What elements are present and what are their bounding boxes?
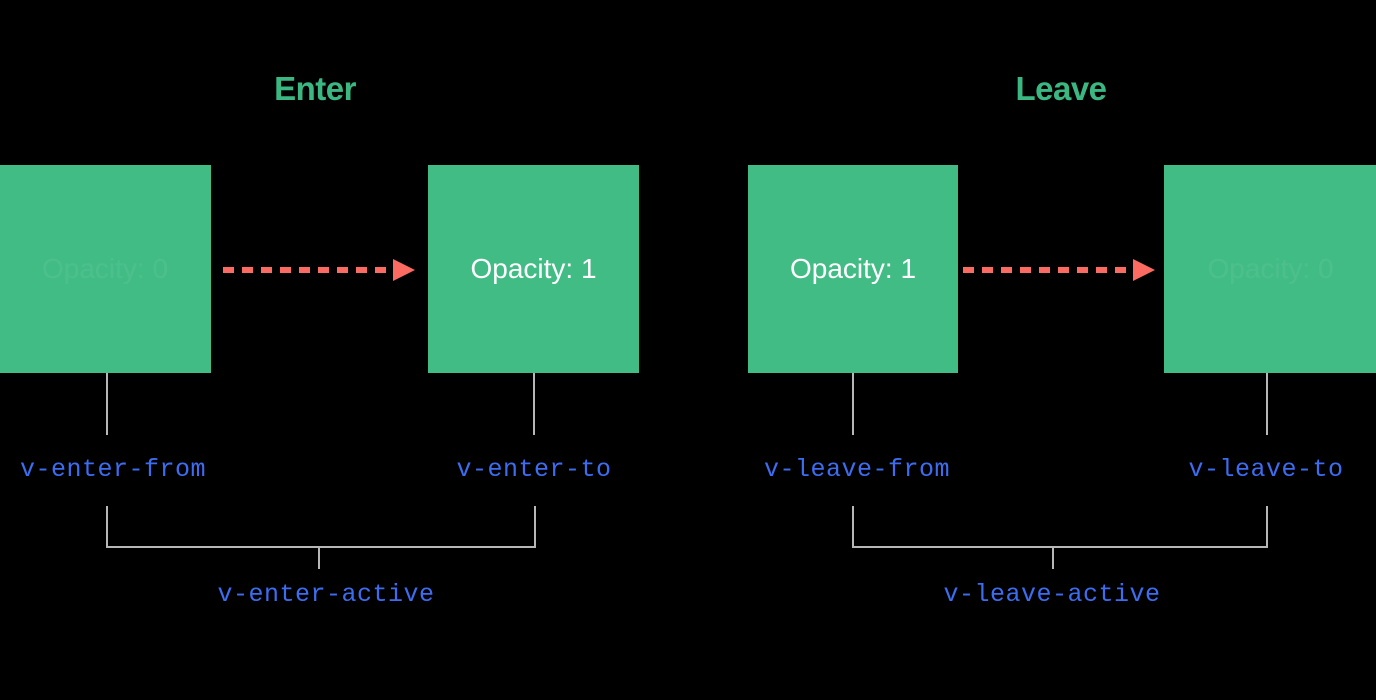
- section-heading-enter: Enter: [274, 70, 356, 107]
- section-heading-leave: Leave: [1015, 70, 1107, 107]
- state-box-enter-to-label: Opacity: 1: [470, 253, 597, 284]
- group-bracket-leave-active: [852, 506, 1268, 548]
- transition-arrow-enter: [223, 259, 415, 281]
- arrow-shaft-dashed: [963, 267, 1133, 273]
- connector-stem-enter-to: [533, 373, 535, 435]
- state-box-leave-to: Opacity: 0: [1164, 165, 1376, 373]
- group-bracket-stem-leave: [1052, 546, 1054, 569]
- class-label-v-leave-to: v-leave-to: [1188, 455, 1344, 484]
- class-label-v-leave-active: v-leave-active: [943, 580, 1161, 609]
- class-label-v-enter-to: v-enter-to: [456, 455, 612, 484]
- group-bracket-stem-enter: [318, 546, 320, 569]
- group-bracket-enter-active: [106, 506, 536, 548]
- state-box-leave-to-label: Opacity: 0: [1207, 253, 1334, 284]
- class-label-v-enter-active: v-enter-active: [217, 580, 435, 609]
- transition-arrow-leave: [963, 259, 1155, 281]
- state-box-leave-from-label: Opacity: 1: [789, 253, 917, 284]
- class-label-v-leave-from: v-leave-from: [763, 455, 951, 484]
- class-label-v-enter-from: v-enter-from: [19, 455, 207, 484]
- state-box-enter-from-label: Opacity: 0: [41, 253, 169, 284]
- connector-stem-enter-from: [106, 373, 108, 435]
- connector-stem-leave-from: [852, 373, 854, 435]
- state-box-leave-from: Opacity: 1: [748, 165, 958, 373]
- connector-stem-leave-to: [1266, 373, 1268, 435]
- arrow-shaft-dashed: [223, 267, 393, 273]
- state-box-enter-to: Opacity: 1: [428, 165, 639, 373]
- state-box-enter-from: Opacity: 0: [0, 165, 211, 373]
- arrow-head-icon: [1133, 259, 1155, 281]
- arrow-head-icon: [393, 259, 415, 281]
